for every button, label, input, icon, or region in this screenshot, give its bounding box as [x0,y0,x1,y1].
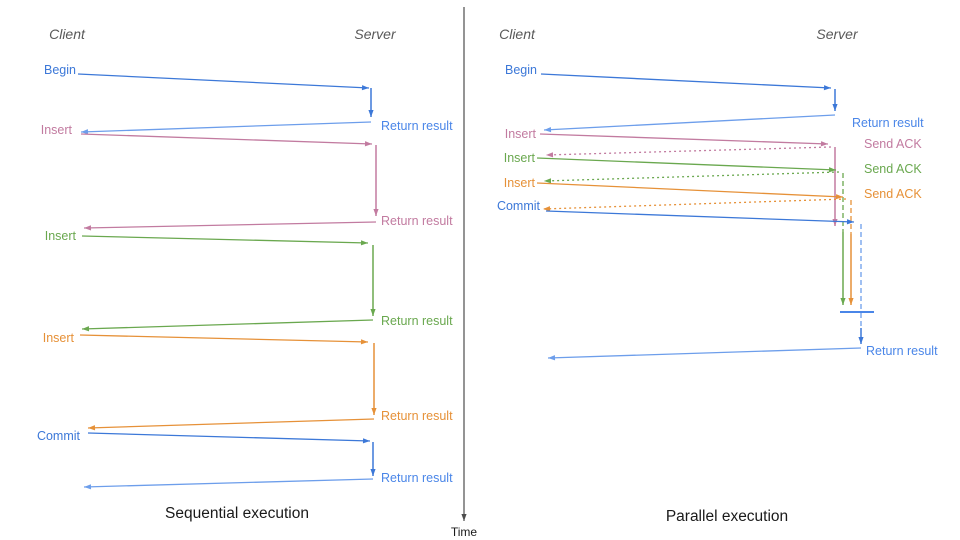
line-insert2-request-par [536,157,837,171]
line-insert2-server-seq-arrowhead-icon [370,309,376,316]
line-insert1-request-seq-arrowhead-icon [364,141,372,147]
line-insert2-response-seq [81,319,374,330]
line-insert2-request-seq-arrowhead-icon [360,240,368,246]
line-begin-response-par-arrowhead-icon [544,127,552,133]
line-begin-request-seq-arrowhead-icon [361,85,369,91]
line-commit-request-par-arrowhead-icon [846,219,854,225]
label-return-begin-seq: Return result [381,119,453,133]
line-insert1-response-seq-arrowhead-icon [84,225,92,231]
line-insert2-ack-par-arrowhead-icon [544,178,552,184]
label-insert3-par: Insert [504,176,536,190]
line-insert3-server-seq-arrowhead-icon [371,408,377,415]
label-sendack-insert2-par: Send ACK [864,162,922,176]
label-return-commit-par: Return result [866,344,938,358]
parallel-server-header: Server [816,26,858,42]
line-commit-request-seq-arrowhead-icon [362,438,370,444]
sequential-client-header: Client [49,26,85,42]
line-begin-request-seq [77,73,370,89]
line-insert2-ack-par [543,171,840,182]
label-sendack-insert3-par: Send ACK [864,187,922,201]
line-insert2-request-seq [81,235,369,244]
label-insert1-seq: Insert [41,123,73,137]
line-begin-request-par-arrowhead-icon [823,85,831,91]
line-begin-response-seq [80,121,372,133]
line-insert3-request-seq [79,334,369,343]
line-insert3-response-seq-arrowhead-icon [88,425,96,431]
line-insert3-request-par-arrowhead-icon [835,194,843,200]
line-insert1-request-seq [80,133,373,145]
line-insert1-server-par-arrowhead-icon [832,219,838,226]
label-return-begin-par: Return result [852,116,924,130]
line-commit-request-par [545,210,855,223]
line-insert3-request-seq-arrowhead-icon [360,339,368,345]
line-insert2-server-exec-par-arrowhead-icon [840,298,846,305]
label-return-commit-seq: Return result [381,471,453,485]
line-time-axis-arrowhead-icon [461,514,467,521]
line-insert2-request-par-arrowhead-icon [828,167,836,173]
line-commit-response-par-arrowhead-icon [548,355,556,361]
label-insert1-par: Insert [505,127,537,141]
line-insert3-server-exec-par-arrowhead-icon [848,298,854,305]
label-insert2-par: Insert [504,151,536,165]
line-begin-server-seq-arrowhead-icon [368,110,374,117]
label-sendack-insert1-par: Send ACK [864,137,922,151]
parallel-panel-title: Parallel execution [665,508,789,525]
line-insert1-ack-par [545,146,832,156]
time-axis-label: Time [450,525,478,539]
line-begin-request-par [540,73,832,89]
line-commit-response-seq-arrowhead-icon [84,484,92,490]
line-insert1-request-par-arrowhead-icon [820,141,828,147]
line-insert1-request-par [539,133,829,145]
line-insert2-response-seq-arrowhead-icon [82,326,90,332]
sequential-server-header: Server [354,26,396,42]
line-commit-response-seq [83,478,374,488]
line-insert3-response-seq [87,418,375,429]
label-insert3-seq: Insert [43,331,75,345]
line-begin-response-par [543,114,836,131]
label-commit-seq: Commit [37,429,81,443]
label-commit-par: Commit [497,199,541,213]
line-commit-server-seq-arrowhead-icon [370,469,376,476]
line-begin-server-par-arrowhead-icon [832,104,838,111]
label-begin-par: Begin [505,63,537,77]
sequential-panel-title: Sequential execution [165,505,309,522]
line-insert3-ack-par [542,198,847,210]
parallel-client-header: Client [499,26,535,42]
line-insert1-server-seq-arrowhead-icon [373,209,379,216]
line-insert3-ack-par-arrowhead-icon [543,206,551,212]
line-insert3-request-par [536,182,844,198]
line-insert1-response-seq [83,221,377,229]
label-return-insert1-seq: Return result [381,214,453,228]
line-insert1-ack-par-arrowhead-icon [546,152,554,158]
line-commit-server-exec-par-arrowhead-icon [858,337,864,344]
label-insert2-seq: Insert [45,229,77,243]
label-return-insert2-seq: Return result [381,314,453,328]
label-begin-seq: Begin [44,63,76,77]
line-begin-response-seq-arrowhead-icon [81,129,89,135]
line-commit-request-seq [87,432,371,442]
label-return-insert3-seq: Return result [381,409,453,423]
line-commit-response-par [547,347,862,359]
